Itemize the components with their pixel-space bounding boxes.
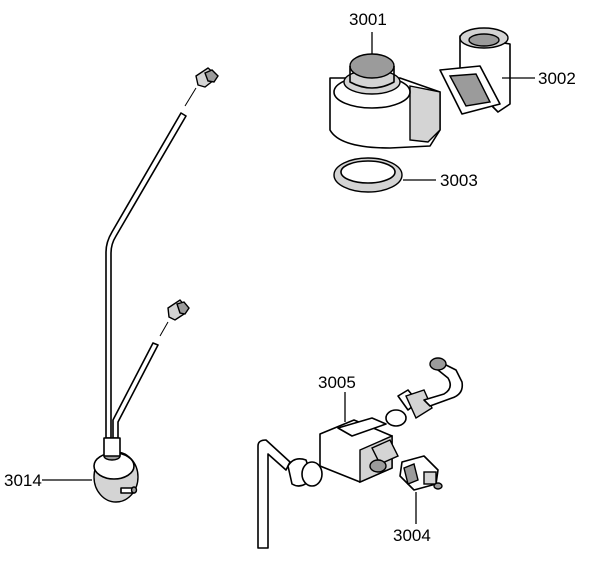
fan-3001 [329, 53, 441, 149]
gasket-3003 [333, 157, 403, 193]
tube-connector-top [184, 67, 219, 107]
pressure-tube-short [112, 342, 159, 439]
connector-3004 [399, 455, 443, 491]
tube-connector-lower [159, 299, 190, 337]
gas-valve-3005 [287, 389, 433, 487]
pressure-tube-long [105, 112, 187, 439]
elbow-3002 [439, 27, 511, 115]
label-3014: 3014 [4, 471, 42, 490]
label-3003: 3003 [440, 171, 478, 190]
label-3004: 3004 [393, 526, 431, 545]
label-3005: 3005 [318, 373, 356, 392]
pressure-switch-3014 [93, 437, 139, 503]
label-3002: 3002 [538, 69, 576, 88]
gas-pipe-right [423, 357, 464, 407]
label-3001: 3001 [349, 10, 387, 29]
gas-pipe-left [257, 439, 291, 549]
